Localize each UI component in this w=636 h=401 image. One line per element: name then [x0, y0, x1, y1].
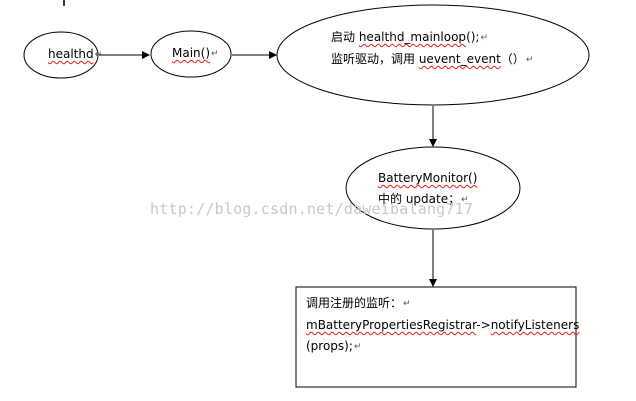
node-mainloop-label: 启动 healthd_mainloop();↵ 监听驱动，调用 uevent_e…: [331, 30, 534, 66]
node-register-label: 调用注册的监听：↵ mBatteryPropertiesRegistrar->n…: [306, 296, 580, 353]
node-battery-label: BatteryMonitor() 中的 update；↵: [378, 171, 478, 206]
node-main-shape: [150, 30, 232, 78]
node-battery-shape: [345, 146, 521, 230]
node-main-label: Main()↵: [172, 46, 219, 60]
node-healthd-label: healthd↵: [48, 47, 103, 61]
node-register-shape: [295, 286, 577, 388]
node-mainloop-shape: [276, 4, 590, 106]
watermark-url: http://blog.csdn.net/daweibalang717: [150, 200, 474, 218]
node-healthd-shape: [23, 31, 99, 79]
